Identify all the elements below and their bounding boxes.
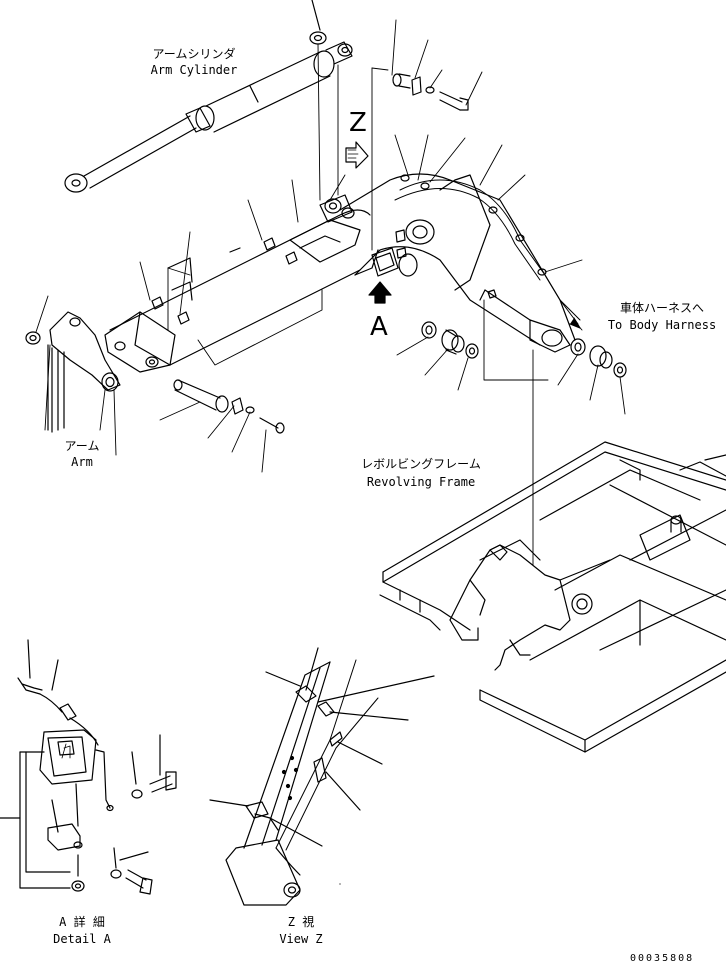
view-arrow-z [345, 141, 369, 169]
arm-cylinder-label-en: Arm Cylinder [150, 63, 238, 77]
revolving-frame-label-en: Revolving Frame [366, 475, 476, 489]
detail-a-caption-jp: A 詳 細 [59, 915, 105, 929]
revolving-frame-label-jp: レボルビングフレーム [361, 457, 481, 471]
detail-a-drawing [0, 639, 177, 895]
view-marker-z: Z [349, 108, 367, 138]
revolving-frame [379, 441, 726, 753]
arm-label-en: Arm [71, 455, 93, 469]
bolt-set-top [392, 73, 469, 111]
arm-cylinder [64, 41, 353, 193]
drawing-number: 00035808 [630, 953, 695, 964]
body-harness-label-jp: 車体ハーネスへ [619, 301, 704, 315]
body-harness-label-en: To Body Harness [607, 318, 717, 332]
boom-structure [339, 173, 581, 353]
arm-bracket [25, 311, 121, 433]
view-marker-a: A [370, 312, 388, 342]
detail-a-caption-en: Detail A [53, 932, 111, 946]
view-z-caption-jp: Z 視 [287, 915, 315, 929]
arm-label-jp: アーム [64, 439, 100, 453]
arm-structure [104, 194, 371, 373]
pin-stack-right [570, 338, 627, 378]
pin-stack-middle [421, 321, 479, 359]
view-z-caption-en: View Z [279, 932, 323, 946]
arm-cylinder-label-jp: アームシリンダ [152, 47, 236, 61]
leader-lines [35, 19, 626, 566]
view-z-drawing [209, 647, 435, 906]
view-arrow-a [368, 281, 392, 304]
